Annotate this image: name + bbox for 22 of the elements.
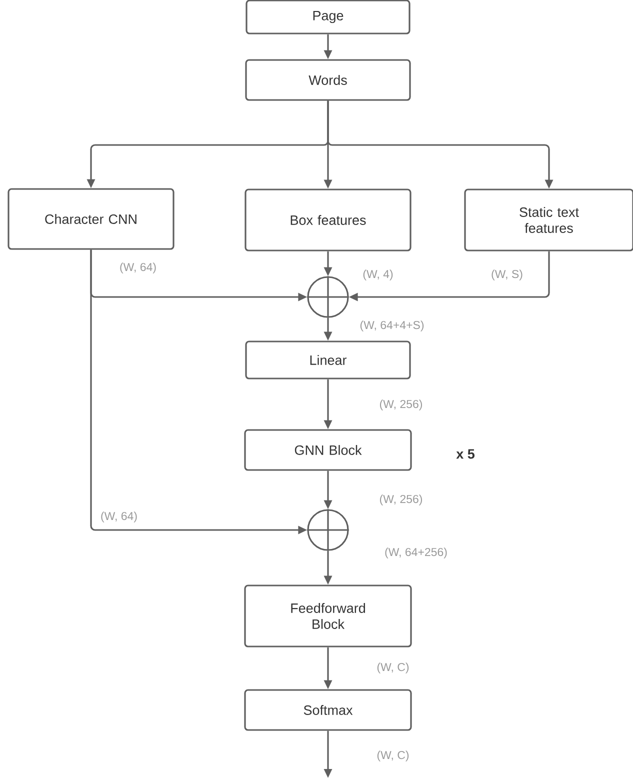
sum-circle <box>306 275 350 319</box>
edge-label: (W, 64) <box>118 262 158 274</box>
edge-label: (W, 64+256) <box>384 546 448 560</box>
edge-label: (W, 256) <box>378 398 424 412</box>
process-box: Feedforward Block <box>244 584 412 648</box>
edge-label: (W, 64) <box>99 510 139 524</box>
edge-label: (W, 256) <box>378 494 424 506</box>
repeat-label: x 5 <box>456 449 475 459</box>
edge-label: (W, S) <box>490 268 524 282</box>
edge-label: (W, 4) <box>362 268 394 282</box>
process-box: Linear <box>245 340 411 380</box>
process-box: Character CNN <box>8 188 174 250</box>
edge-label: (W, 64+4+S) <box>358 320 426 332</box>
sum-circle <box>306 508 350 552</box>
process-box: Static text features <box>464 188 633 252</box>
process-box: GNN Block <box>244 429 412 471</box>
process-box: Page <box>246 0 410 34</box>
process-box: Softmax <box>244 689 412 731</box>
edge-label: (W, C) <box>376 750 410 762</box>
process-box: Box features <box>244 188 412 252</box>
edge-label: (W, C) <box>376 662 410 674</box>
process-box: Words <box>245 59 411 101</box>
